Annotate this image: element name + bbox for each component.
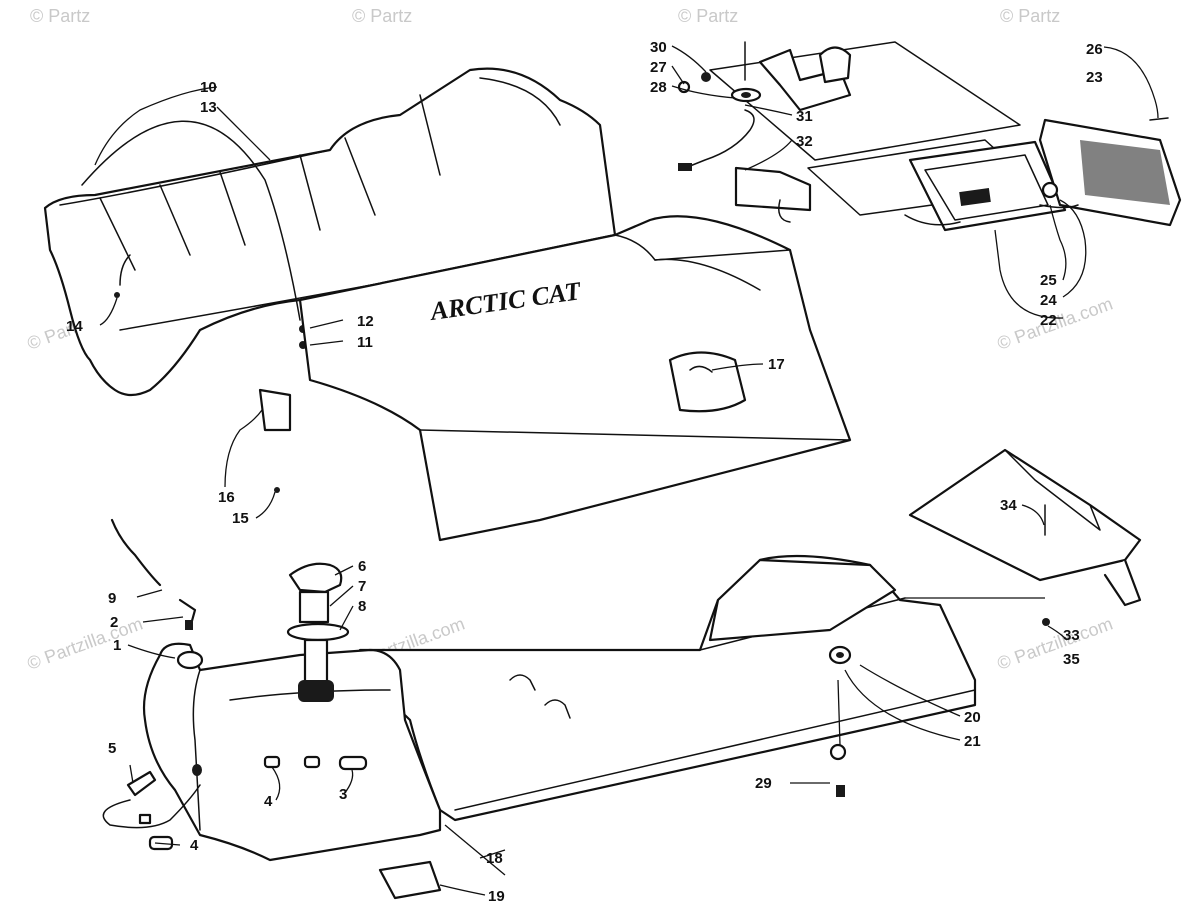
air-box-part [908, 448, 1142, 607]
chassis-pan-part [353, 554, 977, 822]
callout-19: 19 [488, 888, 505, 905]
callout-8: 8 [358, 598, 366, 615]
callout-33: 33 [1063, 627, 1080, 644]
fuel-tank-part [142, 642, 442, 862]
callout-24: 24 [1040, 292, 1057, 309]
callout-30: 30 [650, 39, 667, 56]
callout-26: 26 [1086, 41, 1103, 58]
vent-hose-part [110, 518, 162, 587]
callout-3: 3 [339, 786, 347, 803]
watermark-text: © Partzilla.com [995, 613, 1116, 673]
watermark-text: © Partz [30, 6, 90, 26]
callout-32: 32 [796, 133, 813, 150]
small-hardware [102, 292, 1050, 900]
callout-14: 14 [66, 318, 83, 335]
callout-29: 29 [755, 775, 772, 792]
fuel-filler-part [286, 562, 350, 702]
watermark-text: © Partz [352, 6, 412, 26]
leader-lines [94, 45, 1159, 896]
callout-27: 27 [650, 59, 667, 76]
callout-35: 35 [1063, 651, 1080, 668]
hood-cowl-part: ARCTIC CAT [258, 215, 852, 542]
callout-28: 28 [650, 79, 667, 96]
callout-16: 16 [218, 489, 235, 506]
bracket-part-32 [734, 166, 812, 223]
watermark-text: © Partz [1000, 6, 1060, 26]
callout-21: 21 [964, 733, 981, 750]
callout-2: 2 [110, 614, 118, 631]
callout-12: 12 [357, 313, 374, 330]
callout-6: 6 [358, 558, 366, 575]
callout-10: 10 [200, 79, 217, 96]
callout-4: 4 [190, 837, 199, 854]
callout-20: 20 [964, 709, 981, 726]
callout-15: 15 [232, 510, 249, 527]
watermark-text: © Partz [678, 6, 738, 26]
callout-34: 34 [1000, 497, 1017, 514]
callout-17: 17 [768, 356, 785, 373]
callout-18: 18 [486, 850, 503, 867]
callout-11: 11 [357, 334, 373, 351]
callout-31: 31 [796, 108, 813, 125]
callouts: 1 2 3 4 4 5 6 7 8 9 10 11 12 13 14 15 16… [66, 39, 1103, 905]
callout-4: 4 [264, 793, 273, 810]
callout-9: 9 [108, 590, 116, 607]
callout-22: 22 [1040, 312, 1057, 329]
callout-13: 13 [200, 99, 217, 116]
taillight-assembly [904, 117, 1182, 232]
callout-7: 7 [358, 578, 366, 595]
bracket-part-31 [677, 41, 852, 171]
callout-5: 5 [108, 740, 116, 757]
callout-1: 1 [113, 637, 121, 654]
callout-23: 23 [1086, 69, 1103, 86]
seat-part [43, 67, 617, 397]
watermark-text: © Partzilla.com [25, 613, 146, 673]
callout-25: 25 [1040, 272, 1057, 289]
